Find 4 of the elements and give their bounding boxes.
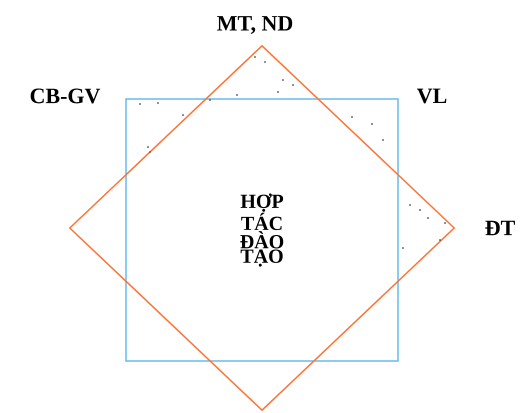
corner-label: VL (416, 88, 446, 104)
corner-label: CB-GV (30, 88, 100, 104)
corner-label: MT, ND (217, 16, 292, 34)
corner-label: ĐT (485, 220, 515, 236)
